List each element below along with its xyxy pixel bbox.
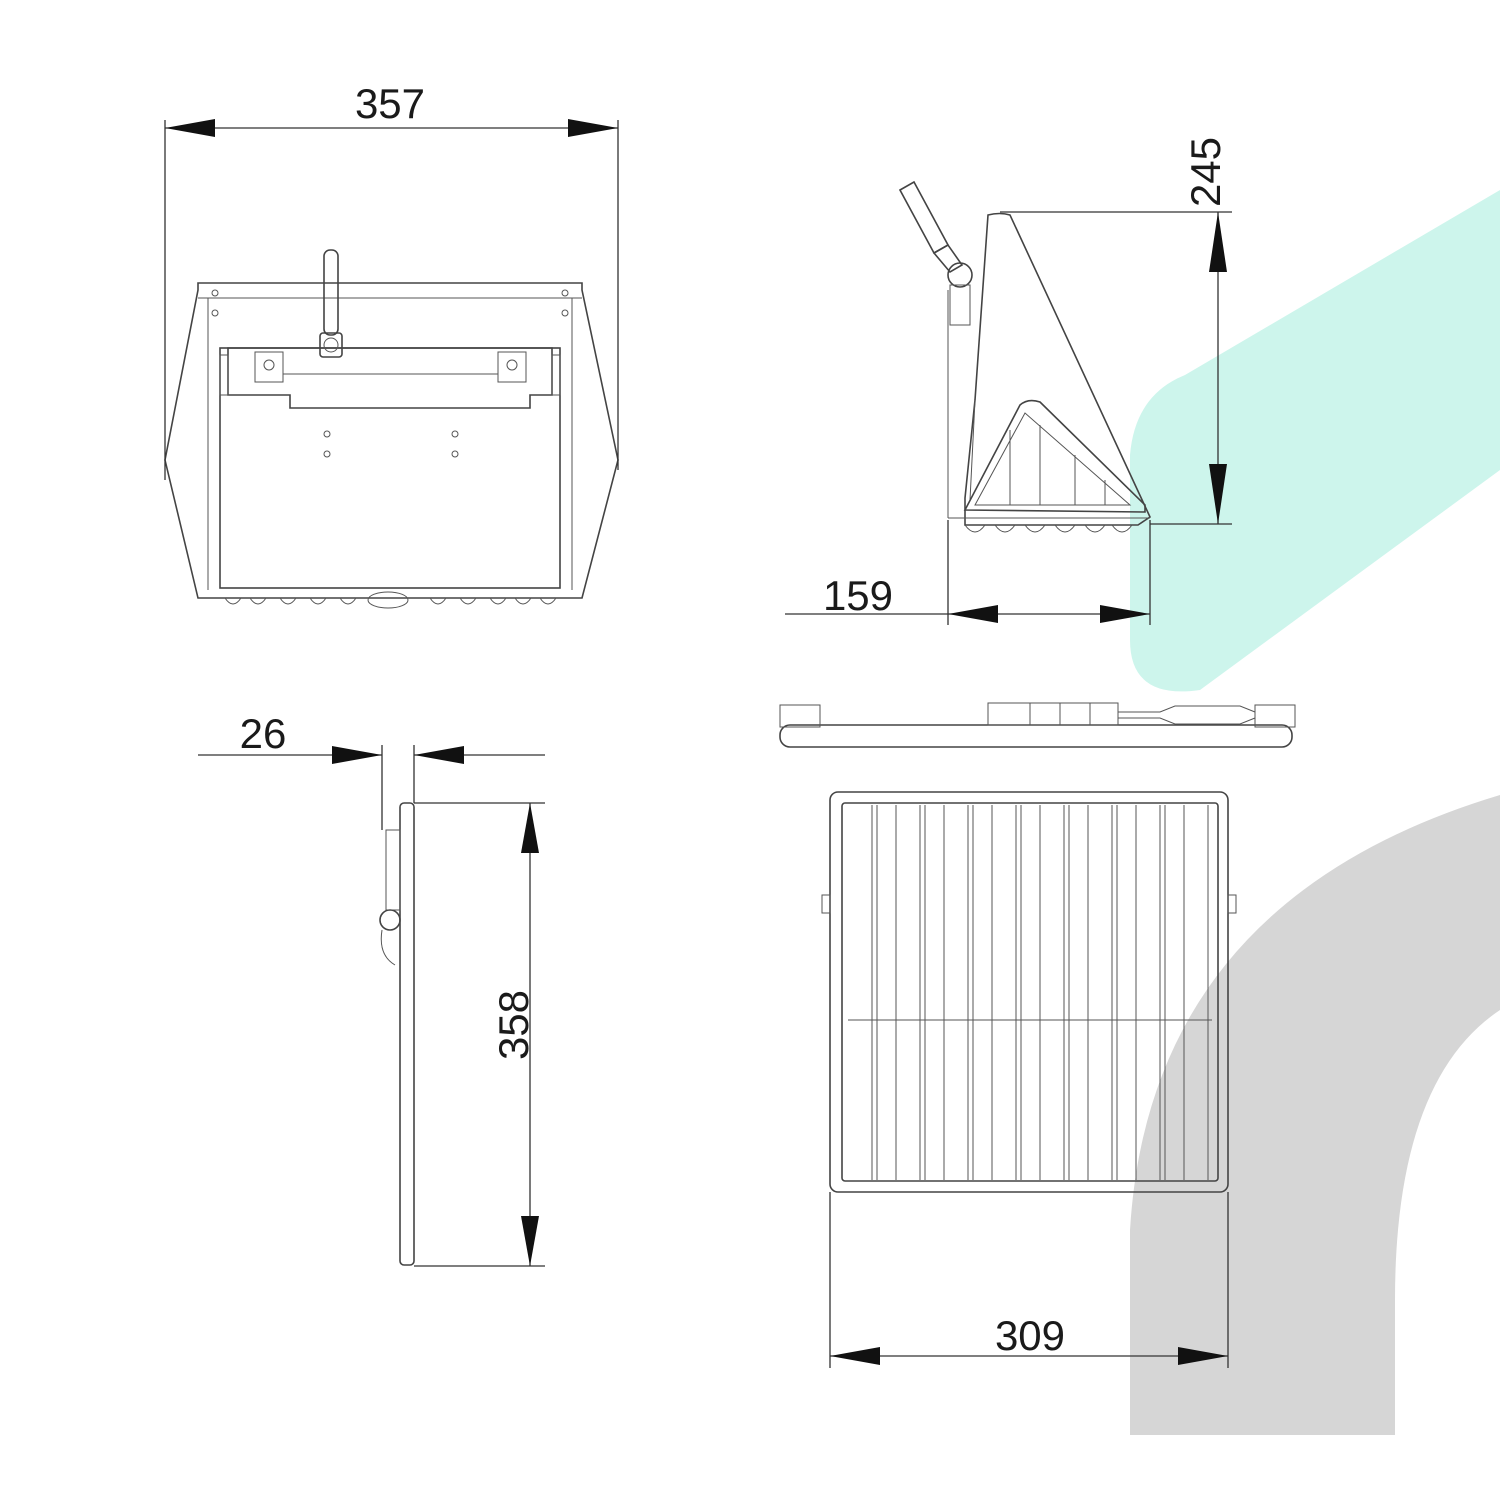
panel-side-view (379, 802, 415, 1266)
dimension-height-245 (1000, 211, 1232, 525)
panel-width-label: 309 (995, 1312, 1065, 1359)
dimension-width-357 (164, 119, 619, 480)
grey-decor-arc (1130, 795, 1500, 1435)
lamp-side-view (898, 180, 1152, 533)
dimension-thickness-26 (198, 745, 545, 830)
lamp-width-label: 357 (355, 80, 425, 127)
lamp-side-depth-label: 159 (823, 572, 893, 619)
solar-panel-front-view (821, 791, 1237, 1193)
panel-height-label: 358 (490, 990, 537, 1060)
lamp-side-height-label: 245 (1182, 137, 1229, 207)
mint-decor-band (1130, 190, 1500, 692)
dimension-depth-159 (785, 520, 1151, 625)
dimension-width-309 (829, 1192, 1229, 1368)
panel-top-view (779, 702, 1296, 748)
lamp-front-view (164, 249, 619, 609)
panel-thickness-label: 26 (240, 710, 287, 757)
dimension-height-358 (414, 802, 545, 1267)
